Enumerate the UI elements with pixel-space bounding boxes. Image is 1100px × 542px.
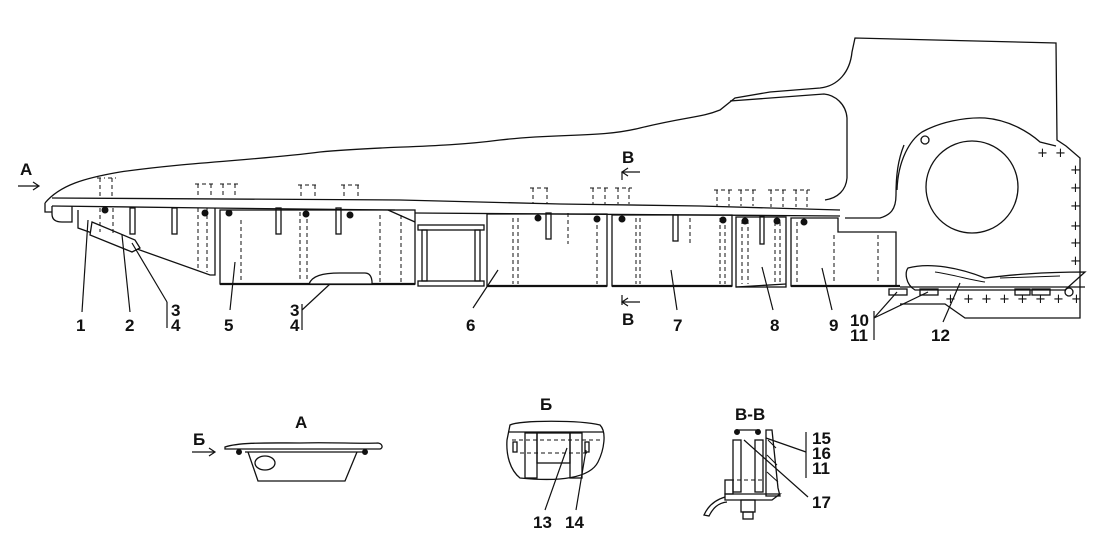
section-marker-bottom — [620, 295, 640, 307]
view-a-box — [247, 451, 358, 482]
clamp-part — [89, 221, 141, 253]
section-marker-bottom-label: В — [622, 310, 634, 329]
callout-5: 5 — [224, 316, 233, 335]
section-vv-wall — [765, 429, 781, 497]
callout-17: 17 — [812, 493, 831, 512]
main-view: + + + + + + + + + + + + + + + + — [18, 37, 1087, 345]
view-a-title: А — [295, 413, 307, 432]
callout-13: 13 — [533, 513, 552, 532]
svg-text:+: + — [1017, 292, 1028, 307]
callout-3a: 3 — [171, 301, 180, 320]
view-b-outline — [506, 420, 605, 481]
front-bracket — [51, 206, 73, 223]
view-a: А Б — [192, 413, 383, 482]
section-vv-pipe — [703, 496, 728, 517]
view-a-top — [224, 442, 383, 450]
bolt-heads — [97, 177, 810, 207]
callout-1: 1 — [76, 316, 85, 335]
section-vv-title: В-В — [735, 405, 765, 424]
housing-hole — [920, 135, 930, 145]
footrest-inner — [934, 271, 1061, 283]
svg-text:+: + — [1070, 254, 1081, 269]
svg-text:+: + — [1070, 236, 1081, 251]
svg-text:+: + — [963, 292, 974, 307]
svg-text:+: + — [1053, 292, 1064, 307]
box-8 — [735, 216, 787, 288]
svg-text:+: + — [1071, 292, 1082, 307]
svg-text:+: + — [1035, 292, 1046, 307]
frame-crosses: + + + + + + + + + + + + + + + + — [945, 146, 1082, 307]
view-arrow-a — [18, 181, 41, 191]
deck-line — [51, 197, 841, 211]
callout-11b: 11 — [812, 459, 830, 478]
box-5 — [219, 209, 416, 285]
view-a-hole — [254, 455, 276, 471]
callout-11: 11 — [850, 326, 868, 345]
view-b: Б 13 14 — [506, 395, 605, 532]
callout-7: 7 — [673, 316, 682, 335]
callout-9: 9 — [829, 316, 838, 335]
section-marker-top — [620, 167, 640, 180]
box-5-pad — [308, 272, 373, 285]
footrest — [905, 265, 1087, 291]
svg-text:+: + — [1055, 146, 1066, 161]
callout-10: 10 — [850, 311, 869, 330]
svg-text:+: + — [1070, 199, 1081, 214]
callout-15: 15 — [812, 429, 831, 448]
view-b-title: Б — [540, 395, 552, 414]
callout-4a: 4 — [171, 316, 181, 335]
front-plate — [77, 208, 216, 276]
box-9 — [790, 217, 897, 287]
wheel-circle — [925, 140, 1019, 234]
callout-8: 8 — [770, 316, 779, 335]
svg-text:+: + — [945, 292, 956, 307]
callout-2: 2 — [125, 316, 134, 335]
wheel-housing — [896, 117, 1057, 191]
callout-16: 16 — [812, 444, 831, 463]
callout-4b: 4 — [290, 316, 300, 335]
callout-leaders — [81, 219, 961, 340]
view-a-arrow-label: Б — [193, 430, 205, 449]
callout-3b: 3 — [290, 301, 299, 320]
footrest-roller — [1064, 287, 1074, 297]
view-arrow-a-label: A — [20, 160, 32, 179]
callout-6: 6 — [466, 316, 475, 335]
svg-text:+: + — [1070, 219, 1081, 234]
section-vv: В-В 15 16 11 17 — [703, 405, 831, 520]
svg-text:+: + — [981, 292, 992, 307]
svg-text:+: + — [999, 292, 1010, 307]
section-marker-top-label: В — [622, 148, 634, 167]
svg-text:+: + — [1070, 181, 1081, 196]
channel-profile — [417, 224, 485, 287]
pad-11 — [919, 288, 939, 296]
box-6 — [486, 213, 608, 287]
svg-text:+: + — [1070, 163, 1081, 178]
callout-12: 12 — [931, 326, 950, 345]
housing-side — [845, 144, 905, 219]
hidden-lines — [99, 208, 879, 284]
section-vv-base — [724, 493, 782, 501]
svg-text:+: + — [1037, 146, 1048, 161]
nuts — [101, 206, 808, 226]
pad-10 — [888, 288, 908, 296]
view-a-arrow — [192, 447, 217, 457]
body-outline — [44, 37, 1081, 319]
cab-inner-line — [729, 93, 848, 201]
callout-14: 14 — [565, 513, 584, 532]
